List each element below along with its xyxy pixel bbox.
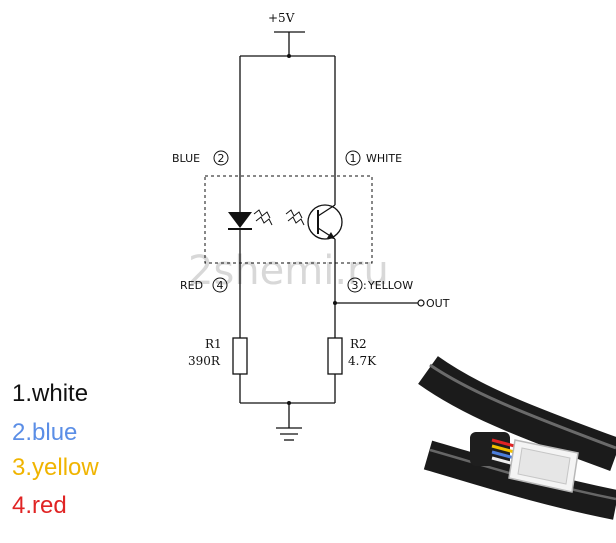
- r1-name: R1: [205, 337, 222, 351]
- pin-label-yellow-colon: :: [363, 279, 367, 292]
- pin-badge-white: [345, 150, 361, 166]
- pin-badge-blue: [213, 150, 229, 166]
- pin-badge-red: [212, 277, 228, 293]
- legend-item-yellow: 3.yellow: [12, 454, 99, 481]
- r1-value: 390R: [188, 354, 221, 368]
- ground-icon: [276, 427, 302, 441]
- pin-label-yellow: YELLOW: [367, 279, 413, 292]
- pin-label-red: RED: [180, 279, 203, 292]
- legend-item-blue: 2.blue: [12, 419, 78, 446]
- pin-num-white: 1: [350, 152, 357, 165]
- r2-value: 4.7K: [348, 354, 377, 368]
- watermark: 2shemi.ru: [188, 248, 389, 294]
- legend-item-red: 4.red: [12, 492, 67, 519]
- led-icon: [228, 209, 273, 230]
- sensor-package-outline: [204, 175, 373, 264]
- out-terminal: [417, 299, 425, 307]
- pin-label-blue: BLUE: [172, 152, 200, 165]
- pin-num-blue: 2: [218, 152, 225, 165]
- r2-name: R2: [350, 337, 367, 351]
- resistor-r1: [232, 337, 248, 375]
- pin-num-red: 4: [217, 279, 224, 292]
- cable-connector-photo: [418, 356, 616, 520]
- pin-num-yellow: 3: [352, 279, 359, 292]
- pin-label-white: WHITE: [366, 152, 402, 165]
- phototransistor-icon: [285, 204, 343, 240]
- legend-item-white: 1.white: [12, 380, 89, 407]
- pin-badge-yellow: [347, 277, 363, 293]
- supply-label: +5V: [268, 11, 295, 25]
- resistor-r2: [327, 337, 343, 375]
- out-label: OUT: [426, 297, 450, 310]
